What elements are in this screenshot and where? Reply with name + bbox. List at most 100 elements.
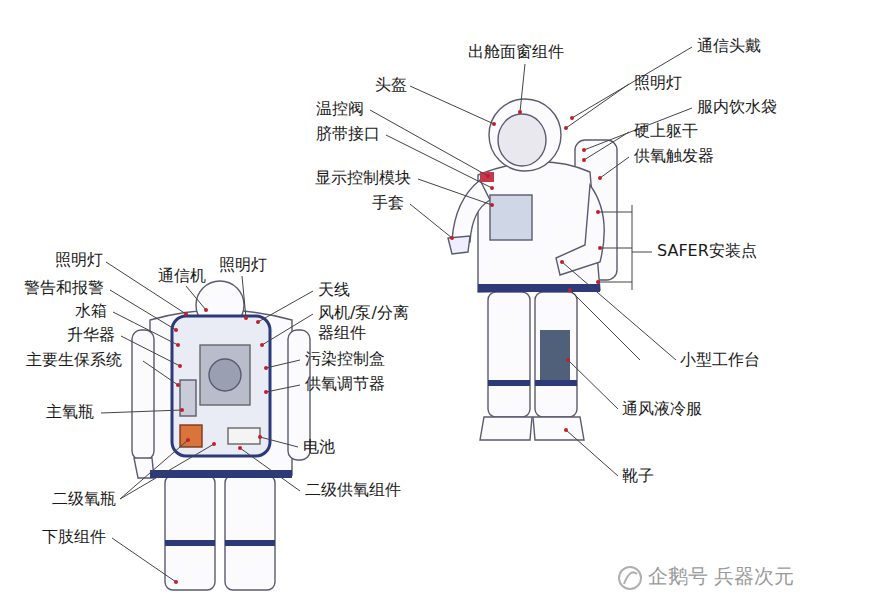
part-label: 风机/泵/分离器组件 [318, 303, 418, 343]
leader [370, 110, 488, 176]
part-label: 二级氧瓶 [52, 489, 116, 509]
dot [260, 343, 264, 347]
left-suit [132, 281, 310, 590]
right-suit [448, 99, 617, 440]
dot [176, 383, 180, 387]
left-leg [165, 475, 215, 590]
part-label: 通信机 [158, 266, 206, 286]
leader [584, 132, 629, 160]
helmet [489, 99, 561, 171]
leader [112, 538, 176, 582]
icon-ring [619, 567, 641, 589]
leader [572, 47, 692, 118]
left-boot [480, 417, 532, 440]
leg-band [535, 380, 577, 386]
right-boot [533, 417, 584, 440]
left-arm [452, 180, 490, 242]
part-label: 照明灯 [219, 255, 267, 275]
waist-band [150, 470, 292, 478]
dot [174, 328, 178, 332]
part-label: 供氧触发器 [634, 146, 714, 166]
dot [450, 236, 454, 240]
leader [566, 430, 618, 476]
part-label: 照明灯 [634, 73, 682, 93]
leader [262, 314, 313, 345]
fan-pump [200, 345, 250, 405]
left-leg [488, 292, 530, 417]
part-label: 升华器 [67, 325, 115, 345]
dot [264, 366, 268, 370]
waist-band [478, 284, 600, 292]
leader [143, 361, 178, 385]
glove [448, 236, 470, 254]
leader-dots [174, 110, 602, 584]
left-arm [132, 330, 154, 460]
leader [410, 204, 452, 238]
dot [490, 186, 494, 190]
leg-band [225, 540, 275, 546]
visor [498, 114, 546, 166]
dot [186, 438, 190, 442]
main-oxygen [180, 380, 196, 416]
part-label: 水箱 [75, 301, 107, 321]
leader [242, 276, 246, 318]
part-label: 通信头戴 [697, 36, 761, 56]
bracket [598, 205, 652, 290]
right-arm [556, 185, 604, 275]
leader [260, 437, 298, 447]
leader [110, 290, 176, 330]
dot [582, 158, 586, 162]
dot [596, 280, 600, 284]
leader [410, 86, 494, 124]
part-label: 二级供氧组件 [305, 480, 401, 500]
flag [480, 172, 494, 182]
dot [204, 308, 208, 312]
dot [256, 320, 260, 324]
part-label: 手套 [372, 193, 404, 213]
leg-band [165, 540, 215, 546]
part-label: 靴子 [622, 466, 654, 486]
leader [600, 157, 629, 178]
watermark-icon [619, 567, 641, 589]
leader [121, 336, 180, 366]
leg-band [488, 380, 530, 386]
dot [570, 116, 574, 120]
dot [184, 312, 188, 316]
part-label: 通风液冷服 [622, 399, 702, 419]
part-label: 供氧调节器 [305, 374, 385, 394]
dot [178, 364, 182, 368]
dot [564, 428, 568, 432]
cooling-garment [540, 330, 570, 385]
leader [418, 179, 492, 205]
dot [598, 176, 602, 180]
leader [113, 312, 178, 345]
dot [566, 358, 570, 362]
part-label: 电池 [303, 437, 335, 457]
part-label: 显示控制模块 [315, 168, 411, 188]
part-label: 天线 [318, 280, 350, 300]
dot [518, 110, 522, 114]
right-leg [225, 475, 275, 590]
fan [209, 359, 241, 391]
leader [240, 448, 300, 491]
leader [266, 385, 300, 392]
dot [564, 126, 568, 130]
leader [101, 410, 182, 413]
dot [264, 390, 268, 394]
part-label: 下肢组件 [42, 527, 106, 547]
dot [258, 435, 262, 439]
part-label: 主氧瓶 [46, 402, 94, 422]
part-label: 警告和报警 [24, 278, 104, 298]
dot [568, 288, 572, 292]
part-label: 小型工作台 [680, 350, 760, 370]
part-label: 头盔 [375, 75, 407, 95]
leader [186, 286, 206, 310]
part-label: 硬上躯干 [634, 121, 698, 141]
battery [228, 428, 260, 444]
display-control-module [490, 195, 532, 240]
backpack [172, 316, 270, 456]
part-label: 主要生保系统 [26, 350, 122, 370]
watermark: 企鹅号 兵器次元 [648, 566, 794, 586]
part-label: SAFER安装点 [657, 241, 757, 261]
